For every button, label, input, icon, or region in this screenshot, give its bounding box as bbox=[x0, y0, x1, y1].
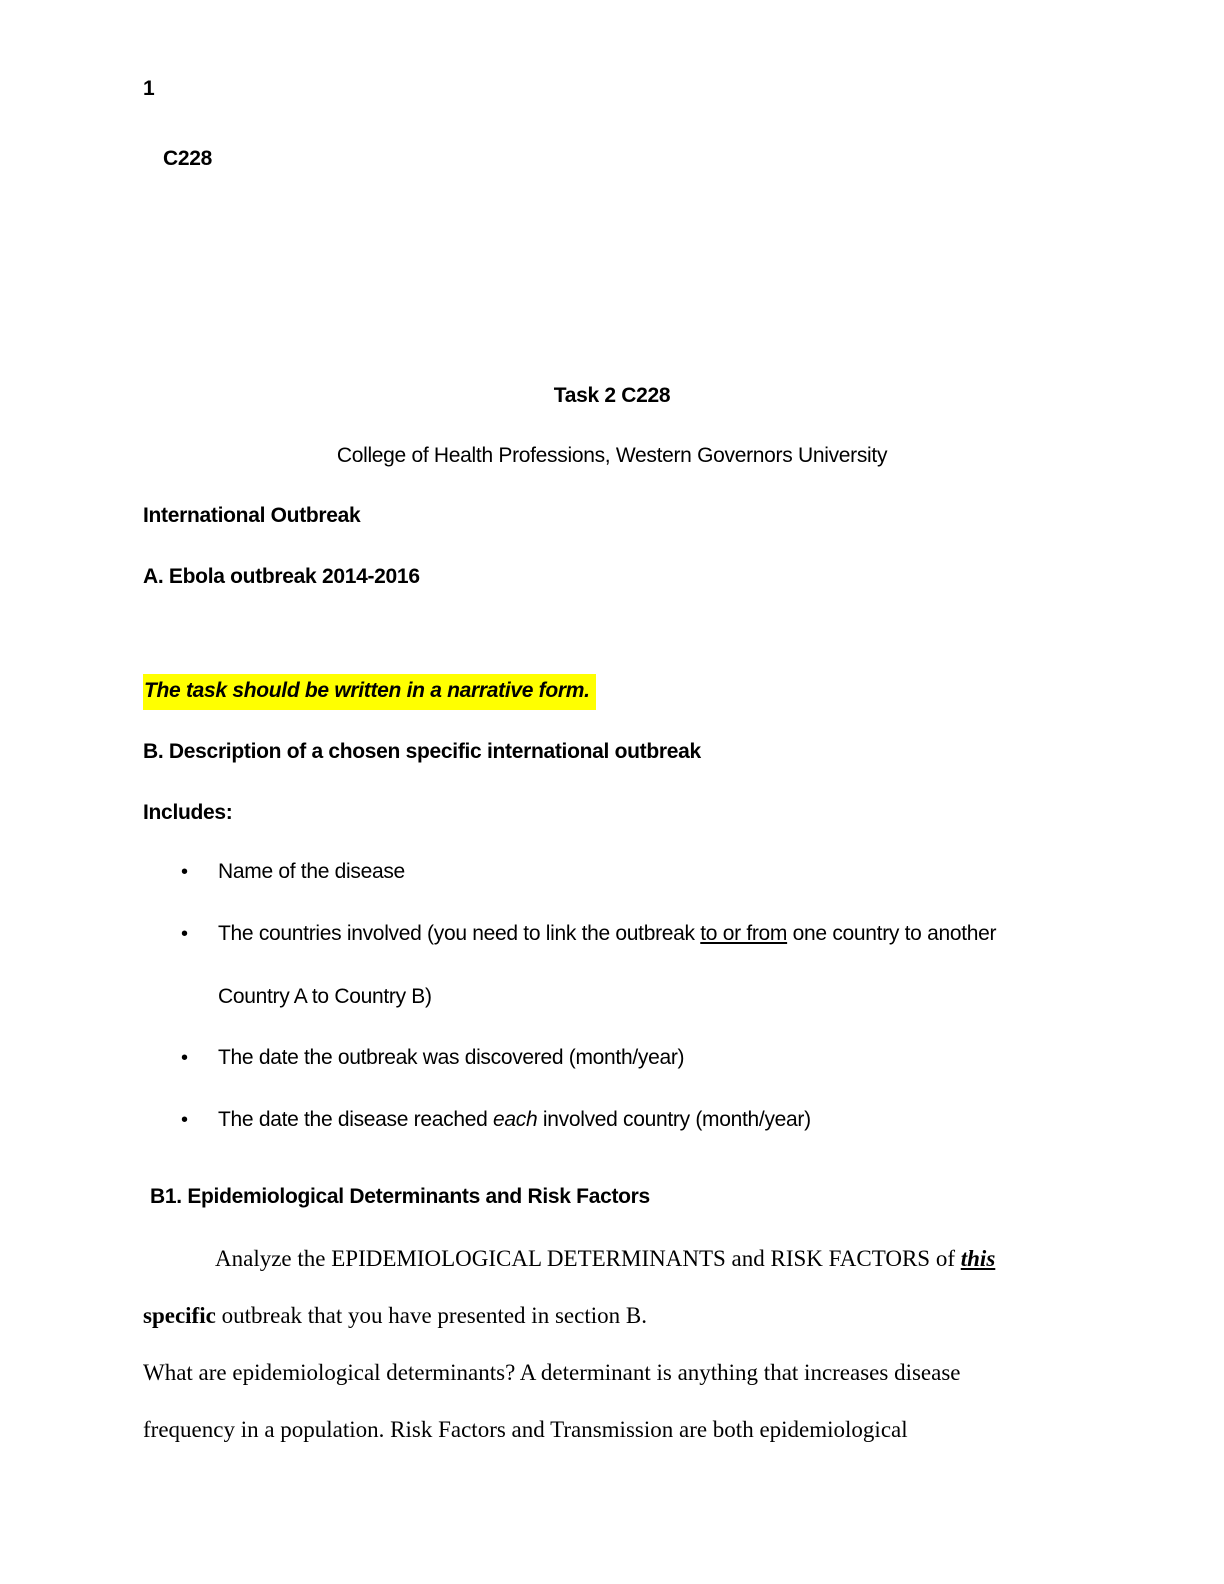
document-title: Task 2 C228 bbox=[553, 384, 671, 407]
document-subtitle: College of Health Professions, Western G… bbox=[336, 444, 888, 467]
bullet-icon: • bbox=[181, 923, 188, 945]
heading-section-b: B. Description of a chosen specific inte… bbox=[143, 740, 701, 763]
paragraph-determinants-line-1: What are epidemiological determinants? A… bbox=[143, 1360, 961, 1385]
list-item-date-discovered: The date the outbreak was discovered (mo… bbox=[218, 1046, 685, 1069]
includes-label: Includes: bbox=[143, 801, 233, 824]
course-code: C228 bbox=[163, 147, 213, 170]
bullet-icon: • bbox=[181, 861, 188, 883]
paragraph-analyze-line-1: Analyze the EPIDEMIOLOGICAL DETERMINANTS… bbox=[215, 1246, 996, 1271]
highlighted-note: The task should be written in a narrativ… bbox=[143, 674, 596, 711]
paragraph-analyze-line-2: specific outbreak that you have presente… bbox=[143, 1303, 647, 1328]
bullet-icon: • bbox=[181, 1047, 188, 1069]
heading-international-outbreak: International Outbreak bbox=[143, 504, 361, 527]
list-item-date-reached: The date the disease reached each involv… bbox=[218, 1108, 811, 1131]
list-item-countries-involved-continued: Country A to Country B) bbox=[218, 985, 432, 1008]
list-item-countries-involved: The countries involved (you need to link… bbox=[218, 922, 997, 945]
page-number: 1 bbox=[143, 77, 155, 100]
heading-section-a: A. Ebola outbreak 2014-2016 bbox=[143, 565, 420, 588]
heading-section-b1: B1. Epidemiological Determinants and Ris… bbox=[150, 1185, 650, 1208]
bullet-icon: • bbox=[181, 1109, 188, 1131]
list-item-disease-name: Name of the disease bbox=[218, 860, 405, 883]
paragraph-determinants-line-2: frequency in a population. Risk Factors … bbox=[143, 1417, 908, 1442]
